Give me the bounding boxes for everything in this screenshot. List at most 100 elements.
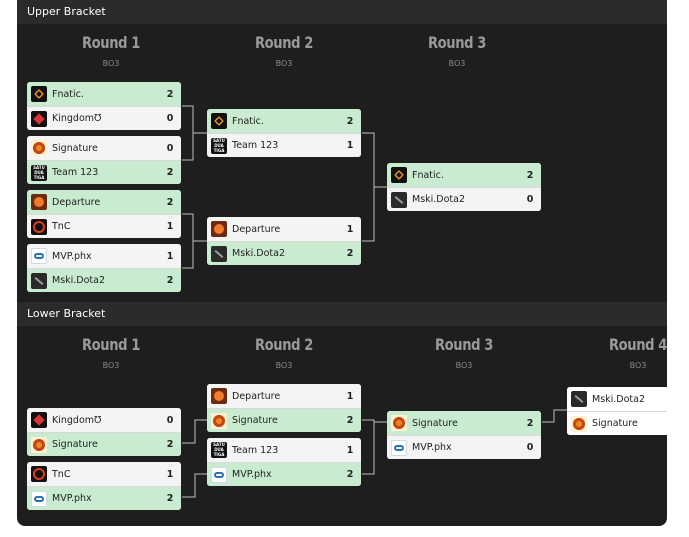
lower-round-4-format: BO3: [629, 361, 647, 370]
lower-r2-match-1[interactable]: Departure 1 Signature 2: [207, 384, 361, 432]
team-row[interactable]: MVP.phx 2: [27, 486, 181, 510]
lower-bracket-connectors: [182, 409, 568, 498]
team-row[interactable]: Kingdom℧ 0: [27, 408, 181, 432]
lower-r1-match-1[interactable]: Kingdom℧ 0 Signature 2: [27, 408, 181, 456]
team-score: 1: [346, 140, 354, 151]
team-score: 2: [166, 196, 174, 208]
lower-r3-match-1[interactable]: Signature 2 MVP.phx 0: [387, 411, 541, 459]
lower-round-2-title: Round 2: [254, 335, 314, 354]
team-row[interactable]: Fnatic. 2: [387, 163, 541, 187]
team-name: Signature: [52, 439, 98, 450]
upper-r1-match-2[interactable]: Signature 0 SATU DUA TIGA Team 123 2: [27, 136, 181, 184]
team-score: 2: [166, 493, 174, 504]
lower-round-2-format: BO3: [275, 361, 293, 370]
upper-r1-match-4[interactable]: MVP.phx 1 Mski.Dota2 2: [27, 244, 181, 292]
upper-bracket-connectors: [182, 105, 387, 269]
departure-logo: [211, 221, 227, 237]
signature-logo: [571, 415, 587, 432]
upper-round-1-title: Round 1: [81, 33, 141, 52]
team-row[interactable]: Mski.Dota2: [567, 387, 667, 411]
departure-logo: [31, 194, 47, 210]
team-row[interactable]: Mski.Dota2 0: [387, 187, 541, 211]
team-score: 0: [166, 414, 174, 426]
team-row[interactable]: MVP.phx 0: [387, 435, 541, 459]
team-score: 0: [166, 142, 174, 154]
upper-r1-match-3[interactable]: Departure 2 TnC 1: [27, 190, 181, 238]
team-score: 1: [166, 468, 174, 480]
team-row[interactable]: Kingdom℧ 0: [27, 106, 181, 130]
team-name: Team 123: [232, 444, 279, 456]
team-row[interactable]: Signature 2: [27, 432, 181, 456]
team-name: Departure: [232, 390, 281, 402]
team-name: Mski.Dota2: [592, 393, 646, 405]
team-row[interactable]: Departure 1: [207, 384, 361, 408]
signature-logo: [31, 436, 47, 453]
mski-logo: [211, 245, 227, 262]
upper-r1-match-1[interactable]: Fnatic. 2 Kingdom℧ 0: [27, 82, 181, 130]
mski-logo: [31, 272, 47, 289]
lower-r1-match-2[interactable]: TnC 1 MVP.phx 2: [27, 462, 181, 510]
team-name: Fnatic.: [52, 88, 84, 100]
team-row[interactable]: MVP.phx 2: [207, 462, 361, 486]
team-name: Signature: [412, 417, 458, 429]
team-row[interactable]: Mski.Dota2 2: [27, 268, 181, 292]
team-name: Fnatic.: [412, 169, 444, 181]
signature-logo: [391, 415, 407, 431]
upper-round-3-format: BO3: [448, 59, 466, 68]
team-score: 1: [166, 221, 174, 232]
signature-logo: [31, 140, 47, 156]
team-row[interactable]: TnC 1: [27, 214, 181, 238]
team-score: 0: [526, 442, 534, 453]
team-row[interactable]: Signature 0: [27, 136, 181, 160]
team-score: 0: [166, 113, 174, 124]
team-row[interactable]: MVP.phx 1: [27, 244, 181, 268]
mvp-logo: [391, 439, 407, 456]
lower-bracket-header: Lower Bracket: [17, 302, 667, 326]
mvp-logo: [31, 490, 47, 507]
team-score: 2: [526, 417, 534, 429]
team123-logo: SATU DUA TIGA: [211, 137, 227, 154]
team-row[interactable]: SATU DUA TIGA Team 123 2: [27, 160, 181, 184]
team-name: Fnatic.: [232, 115, 264, 127]
team-row[interactable]: Signature 2: [387, 411, 541, 435]
team-row[interactable]: Mski.Dota2 2: [207, 241, 361, 265]
upper-r3-match-1[interactable]: Fnatic. 2 Mski.Dota2 0: [387, 163, 541, 211]
fnatic-logo: [211, 113, 227, 129]
fnatic-logo: [31, 86, 47, 102]
team-row[interactable]: Departure 2: [27, 190, 181, 214]
team-score: 2: [166, 88, 174, 100]
team-name: Mski.Dota2: [52, 275, 106, 286]
team-row[interactable]: Signature 2: [207, 408, 361, 432]
upper-bracket-header: Upper Bracket: [17, 0, 667, 24]
team-score: 2: [346, 415, 354, 426]
lower-r2-match-2[interactable]: SATU DUA TIGA Team 123 1 MVP.phx 2: [207, 438, 361, 486]
team-row[interactable]: Departure 1: [207, 217, 361, 241]
upper-r2-match-1[interactable]: Fnatic. 2 SATU DUA TIGA Team 123 1: [207, 109, 361, 157]
upper-round-3-title: Round 3: [427, 33, 487, 52]
team-row[interactable]: Fnatic. 2: [207, 109, 361, 133]
team-name: TnC: [52, 468, 71, 480]
team-score: 0: [526, 194, 534, 205]
lower-round-4-title: Round 4: [608, 335, 667, 354]
team-row[interactable]: TnC 1: [27, 462, 181, 486]
upper-r2-match-2[interactable]: Departure 1 Mski.Dota2 2: [207, 217, 361, 265]
lower-r4-match-1[interactable]: Mski.Dota2 Signature: [567, 387, 667, 435]
upper-round-1-format: BO3: [102, 59, 120, 68]
kingdom-logo: [31, 110, 47, 127]
team-name: Kingdom℧: [52, 113, 102, 124]
team-score: 2: [346, 115, 354, 127]
team-row[interactable]: Fnatic. 2: [27, 82, 181, 106]
team-row[interactable]: SATU DUA TIGA Team 123 1: [207, 133, 361, 157]
departure-logo: [211, 388, 227, 404]
team-name: MVP.phx: [52, 250, 92, 262]
team-name: Departure: [232, 223, 281, 235]
team-score: 1: [166, 250, 174, 262]
lower-round-1-title: Round 1: [81, 335, 141, 354]
team-score: 2: [166, 439, 174, 450]
team-name: MVP.phx: [412, 442, 452, 453]
mski-logo: [571, 391, 587, 407]
team-score: 2: [346, 469, 354, 480]
kingdom-logo: [31, 412, 47, 428]
team-row[interactable]: SATU DUA TIGA Team 123 1: [207, 438, 361, 462]
team-row[interactable]: Signature: [567, 411, 667, 435]
